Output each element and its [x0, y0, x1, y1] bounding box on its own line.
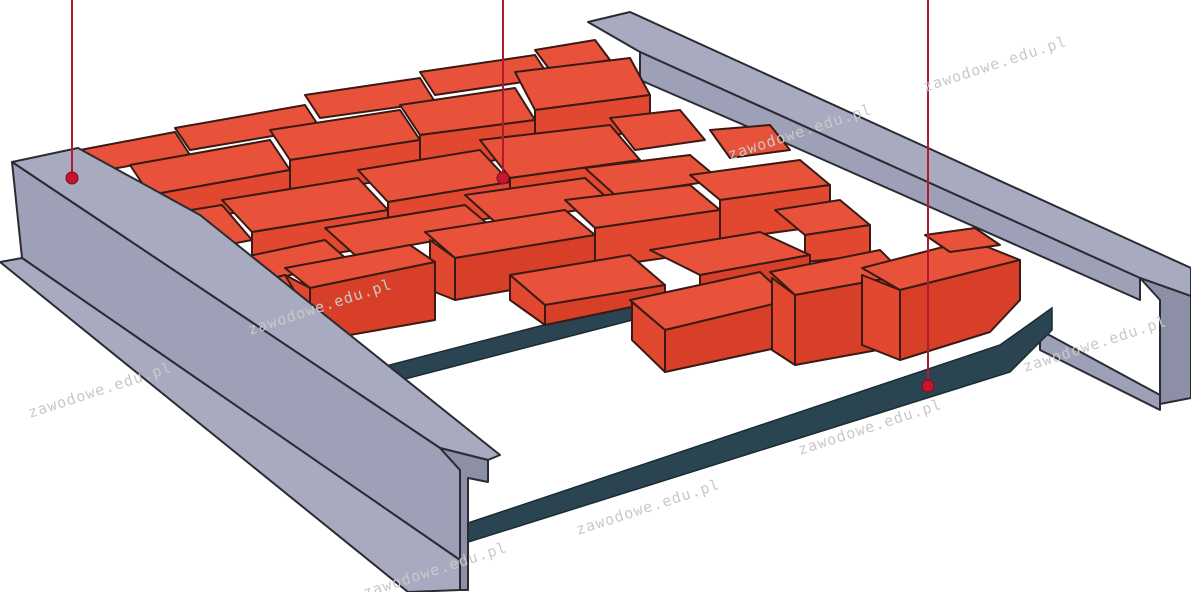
watermark-text: zawodowe.edu.pl — [26, 358, 175, 422]
leader-dot-beam — [65, 171, 79, 185]
brick — [771, 277, 796, 366]
brick — [924, 227, 1001, 253]
leader-lines — [65, 0, 935, 393]
right-beam-bottom-flange — [1039, 329, 1161, 411]
leader-dot-tie-bar — [921, 379, 935, 393]
brick — [709, 124, 791, 159]
leader-dot-brick — [496, 171, 510, 185]
left-steel-beam — [0, 147, 501, 592]
right-beam-end — [1139, 277, 1191, 405]
brick — [609, 109, 706, 151]
watermark-text: zawodowe.edu.pl — [921, 32, 1070, 96]
brick — [509, 274, 546, 326]
brick — [861, 274, 901, 361]
left-beam-end — [439, 447, 489, 591]
brick — [631, 301, 666, 373]
right-steel-beam — [587, 11, 1191, 411]
